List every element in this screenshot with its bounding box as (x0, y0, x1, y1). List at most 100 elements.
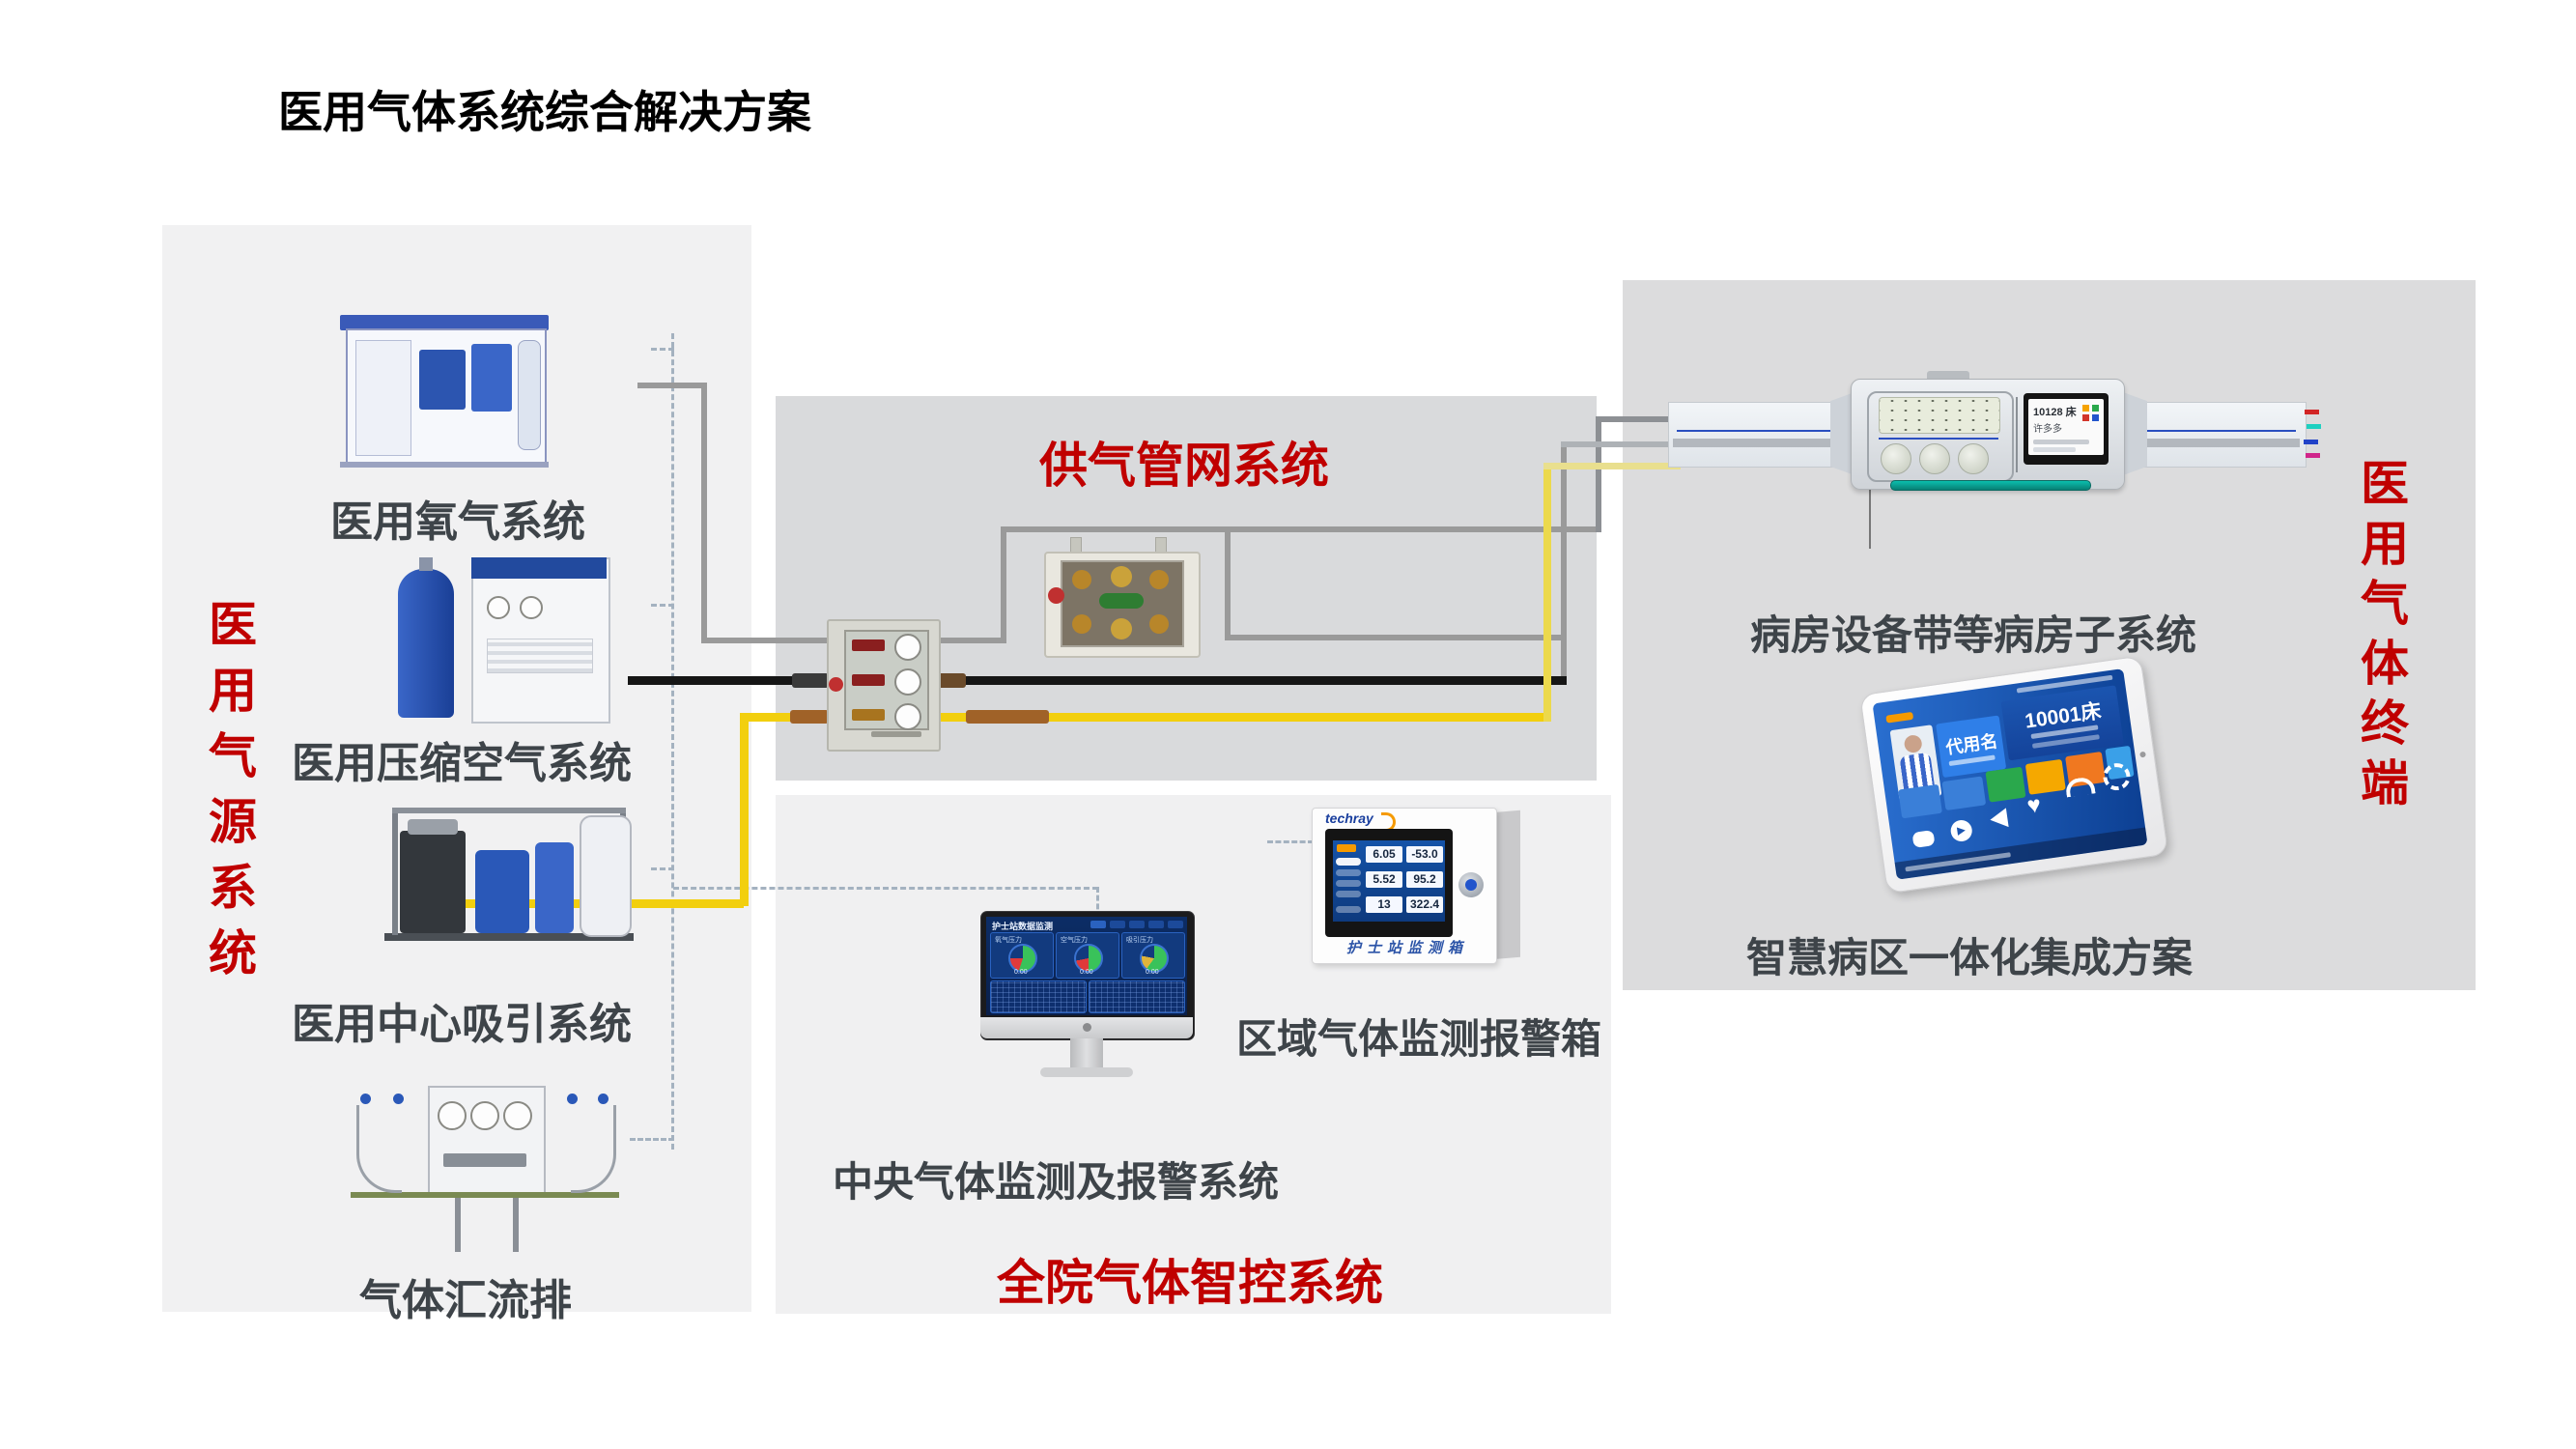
status-tile-green (1985, 766, 2026, 803)
gray-branch-drop (1225, 528, 1231, 640)
gas-outlet-knob (1919, 443, 1950, 474)
unit-divider (2016, 397, 2018, 472)
central-suction-label: 医用中心吸引系统 (292, 1001, 632, 1048)
container-base (340, 462, 549, 468)
brass-valve (1149, 614, 1169, 634)
alarm-value: 13 (1366, 896, 1402, 913)
gauge-value: 0.00 (1146, 969, 1159, 976)
bed-display-screen: 10128 床 许多多 (2028, 399, 2104, 455)
zone-valve-box-vertical (827, 619, 941, 752)
valve-box-window (844, 630, 929, 730)
screen-menu-bar (1336, 906, 1361, 913)
avatar-head (1903, 733, 1923, 754)
gauge-value: 0.00 (1014, 969, 1028, 976)
gauge-title: 空气压力 (1061, 937, 1088, 944)
monitor-chin (980, 1017, 1193, 1038)
hose-arc (356, 1105, 402, 1193)
regulator-dot (360, 1094, 371, 1104)
skid-post (392, 810, 398, 935)
chat-icon (1911, 830, 1936, 848)
equipment-block (471, 344, 512, 412)
dashed-stub-air (651, 604, 674, 607)
terminal-panel-side-label: 医用气体终端 (2354, 458, 2408, 817)
skid-frame (384, 933, 634, 941)
gas-outlet-plate (1879, 397, 2000, 434)
alarm-value: 322.4 (1406, 896, 1443, 913)
oxygen-system-image (336, 307, 560, 473)
gauge-title: 吸引压力 (1126, 937, 1153, 944)
vacuum-tank (580, 815, 632, 937)
apple-logo (1083, 1023, 1091, 1032)
air-pipe-main (628, 676, 1567, 685)
area-alarm-box-image: techray 6.05 -53.0 5.52 95.2 13 322.4 护士… (1312, 802, 1524, 966)
night-light-bar (1890, 480, 2091, 491)
dashed-line-to-monitor (673, 887, 1098, 890)
monitor-screen: 护士站数据监测 氧气压力 0.00 空气压力 0.00 吸引压力 0.00 (986, 917, 1187, 1015)
rail-blue-line (2130, 430, 2296, 432)
manifold-label-strip (443, 1153, 526, 1167)
oxygen-tank (518, 340, 541, 450)
gray-branch-to-bed-unit (1561, 441, 1681, 447)
gauge-dial (1008, 944, 1037, 973)
status-square (2092, 405, 2099, 412)
menu-button (1148, 921, 1164, 928)
outlet-underline (1879, 438, 1998, 440)
suction-pipe-fitting (966, 710, 1049, 724)
cabinet-gauge (520, 596, 543, 619)
air-pipe-fitting (792, 673, 829, 688)
brass-valve (1072, 614, 1091, 634)
status-square (2082, 414, 2089, 421)
display-detail-bar (2033, 447, 2076, 452)
gray-branch-segment (1225, 635, 1565, 640)
hose-arc (571, 1105, 616, 1193)
container-top-beam (340, 315, 549, 330)
regulator-dot (567, 1094, 578, 1104)
gray-branch-riser (1561, 441, 1567, 683)
display-detail-bar (2033, 440, 2089, 444)
central-suction-system-image (379, 781, 641, 970)
suction-pipe-fitting (790, 710, 829, 724)
alarm-box-brand: techray (1325, 810, 1373, 826)
valve-box-logo (829, 677, 843, 692)
control-panel-title: 全院气体智控系统 (997, 1256, 1383, 1310)
tablet-screen: 代用名 10001床 ▶ ♥ (1872, 668, 2148, 880)
valve-box-logo (1048, 587, 1064, 604)
heart-icon: ♥ (2024, 791, 2043, 820)
vacuum-pump (400, 831, 466, 933)
gauge-panel: 吸引压力 0.00 (1121, 932, 1185, 979)
bed-head-unit-image: 10128 床 许多多 (1668, 367, 2325, 491)
manifold-leg (513, 1198, 519, 1252)
dashed-stub-suction (651, 867, 674, 870)
regulator-dot (598, 1094, 609, 1104)
monitor-stand-base (1040, 1067, 1133, 1077)
speaker-icon (1989, 808, 2009, 830)
bed-unit-body: 10128 床 许多多 (1851, 379, 2125, 491)
suction-pipe-segment (931, 713, 1551, 722)
suction-pipe-to-bed-unit (1543, 463, 1681, 469)
gas-tick-red (2305, 410, 2319, 414)
oxygen-pipe-segment (701, 638, 836, 643)
equipment-block (419, 350, 466, 410)
rail-gray-stripe (1673, 439, 1853, 447)
oxygen-pipe-segment (637, 383, 707, 388)
area-alarm-box-label: 区域气体监测报警箱 (1236, 1016, 1602, 1062)
alarm-lock-button (1458, 872, 1484, 897)
status-square (2092, 414, 2099, 421)
staff-tile (1898, 783, 1942, 819)
gauge-dial (1140, 944, 1169, 973)
alarm-value: 5.52 (1366, 871, 1402, 888)
play-icon: ▶ (1949, 818, 1974, 843)
brass-valve (1111, 618, 1132, 639)
bed-display-bezel: 10128 床 许多多 (2024, 393, 2109, 465)
gas-manifold-image (343, 1074, 625, 1260)
zone-valve-box-horizontal (1044, 537, 1201, 658)
dashed-stub-alarm-box (1267, 840, 1314, 843)
gas-outlet-knob (1958, 443, 1989, 474)
valve-box-window (1061, 560, 1184, 647)
cabinet-gauge (487, 596, 510, 619)
central-monitor-image: 护士站数据监测 氧气压力 0.00 空气压力 0.00 吸引压力 0.00 (980, 911, 1195, 1087)
dashed-riser-line (671, 333, 674, 1150)
bed-unit-drop-line (1869, 485, 1871, 549)
smart-ward-tablet-image: 代用名 10001床 ▶ ♥ (1859, 655, 2169, 895)
